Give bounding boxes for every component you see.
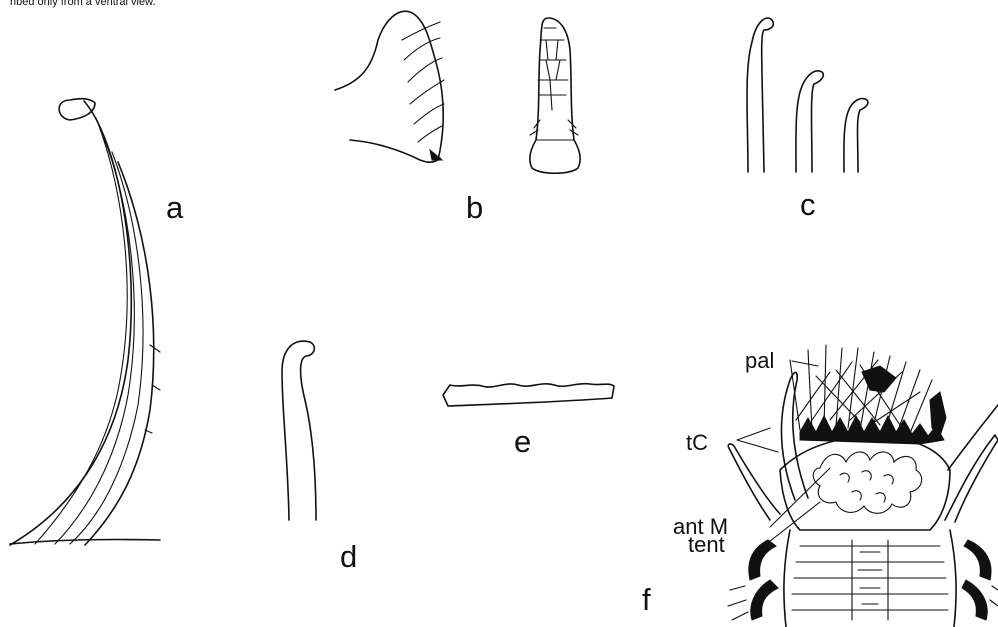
- panel-d-seta: [282, 341, 316, 520]
- label-a: a: [166, 190, 184, 225]
- panel-b-maxillae: [530, 18, 580, 173]
- annotation-tC: tC: [686, 430, 708, 455]
- panel-c-setae: [747, 18, 868, 172]
- panel-e-comb: [443, 384, 614, 406]
- annotation-pal: pal: [745, 348, 774, 373]
- panel-f-anterior-end: [728, 345, 998, 627]
- label-b: b: [466, 190, 483, 225]
- label-c: c: [800, 187, 816, 222]
- annotation-tent: tent: [688, 532, 725, 557]
- panel-b-jaw: [335, 11, 444, 162]
- label-f: f: [642, 582, 651, 617]
- label-d: d: [340, 539, 357, 574]
- top-caption: ribed only from a ventral view.: [10, 0, 156, 8]
- panel-a-seta: [10, 99, 160, 545]
- label-e: e: [514, 424, 531, 459]
